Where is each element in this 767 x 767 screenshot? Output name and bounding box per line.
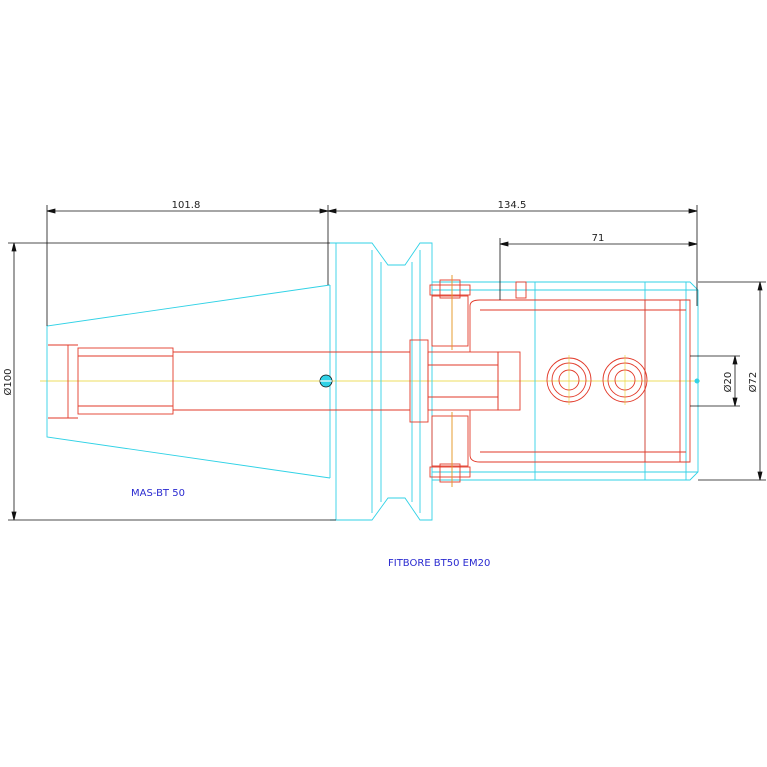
dim-bore-depth: 71 [592,233,605,244]
flange [330,242,433,521]
bore [469,299,691,463]
taper-shank [46,284,331,479]
taper-standard-label: MAS-BT 50 [131,488,185,499]
internal-details [48,275,691,487]
dim-bore-diameter: Ø20 [722,372,734,393]
dim-total-length: 134.5 [498,200,527,211]
dimension-lines [8,205,766,521]
holder-outline [46,242,699,521]
lower-clamp [431,415,469,467]
pull-stud-bore [77,347,174,415]
dim-shank-length: 101.8 [172,200,201,211]
product-name-label: FITBORE BT50 EM20 [388,558,490,569]
upper-clamp [431,295,469,347]
dim-body-diameter: Ø72 [747,372,759,393]
dim-flange-diameter: Ø100 [2,369,14,396]
